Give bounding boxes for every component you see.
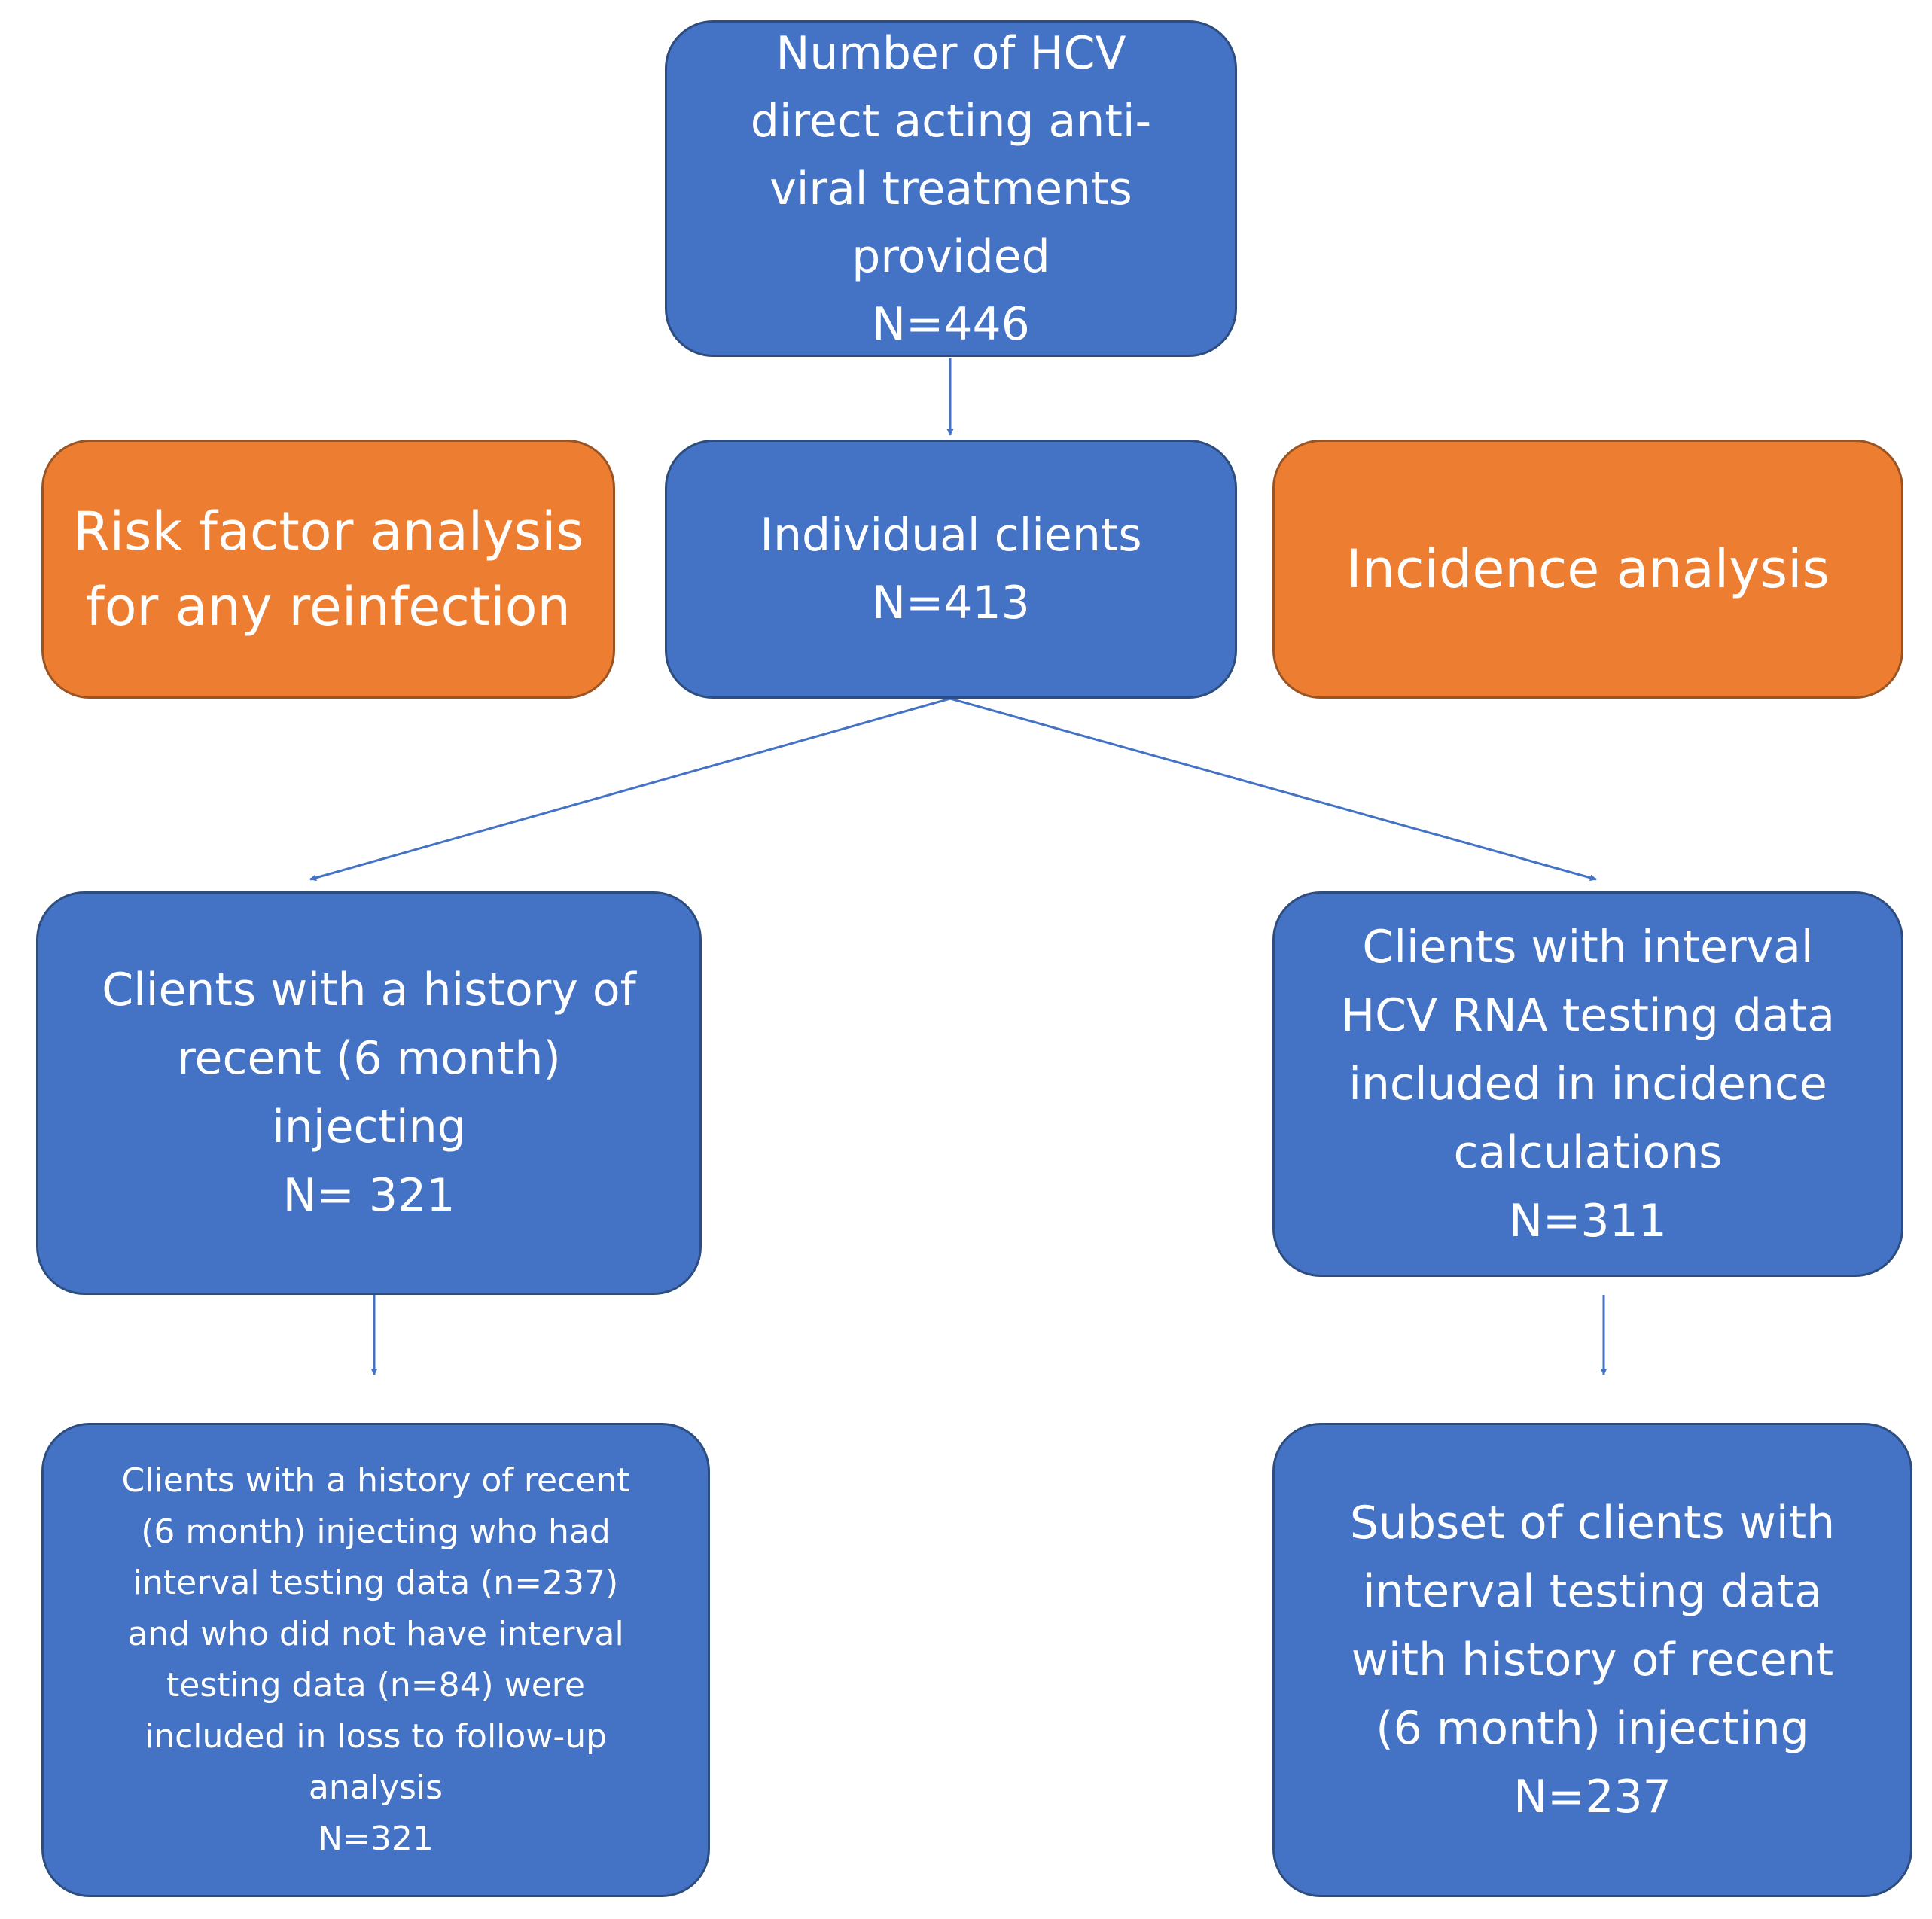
- loss-followup-line-3: interval testing data (n=237): [133, 1564, 619, 1602]
- interval-testing-box: Clients with interval HCV RNA testing da…: [1272, 891, 1903, 1277]
- recent-injecting-count: N= 321: [282, 1169, 456, 1222]
- loss-followup-count: N=321: [318, 1820, 434, 1858]
- loss-followup-line-5: testing data (n=84) were: [166, 1666, 585, 1704]
- treatments-box: Number of HCV direct acting anti- viral …: [665, 20, 1237, 357]
- subset-recent-line-3: with history of recent: [1351, 1633, 1834, 1686]
- interval-testing-count: N=311: [1509, 1194, 1667, 1247]
- treatments-line-2: direct acting anti-: [750, 94, 1152, 148]
- loss-followup-box: Clients with a history of recent (6 mont…: [41, 1423, 710, 1897]
- risk-factor-line-2: for any reinfection: [86, 576, 571, 638]
- subset-recent-line-4: (6 month) injecting: [1376, 1701, 1809, 1755]
- recent-injecting-box: Clients with a history of recent (6 mont…: [36, 891, 702, 1295]
- arrow-clients-to-interval-testing: [949, 697, 1597, 882]
- loss-followup-line-1: Clients with a history of recent: [121, 1461, 630, 1500]
- loss-followup-line-7: analysis: [308, 1768, 443, 1807]
- individual-clients-box: Individual clients N=413: [665, 440, 1237, 699]
- treatments-line-4: provided: [852, 230, 1050, 283]
- subset-recent-box: Subset of clients with interval testing …: [1272, 1423, 1912, 1897]
- interval-testing-line-1: Clients with interval: [1362, 920, 1814, 973]
- subset-recent-count: N=237: [1513, 1770, 1671, 1823]
- loss-followup-line-4: and who did not have interval: [127, 1615, 624, 1653]
- incidence-box: Incidence analysis: [1272, 440, 1903, 699]
- recent-injecting-line-1: Clients with a history of: [102, 964, 636, 1016]
- interval-testing-line-3: included in incidence: [1348, 1057, 1827, 1110]
- arrow-clients-to-recent-injecting: [309, 697, 951, 882]
- risk-factor-line-1: Risk factor analysis: [72, 501, 584, 562]
- individual-clients-label: Individual clients: [760, 509, 1142, 562]
- individual-clients-count: N=413: [872, 577, 1030, 629]
- treatments-count: N=446: [872, 297, 1030, 351]
- treatments-line-1: Number of HCV: [776, 26, 1126, 80]
- subset-recent-line-1: Subset of clients with: [1349, 1496, 1836, 1549]
- interval-testing-line-4: calculations: [1453, 1126, 1723, 1179]
- interval-testing-line-2: HCV RNA testing data: [1340, 988, 1836, 1042]
- recent-injecting-line-3: injecting: [272, 1101, 466, 1153]
- subset-recent-line-2: interval testing data: [1362, 1564, 1823, 1618]
- recent-injecting-line-2: recent (6 month): [177, 1032, 561, 1085]
- risk-factor-box: Risk factor analysis for any reinfection: [41, 440, 615, 699]
- treatments-line-3: viral treatments: [769, 162, 1132, 215]
- incidence-label: Incidence analysis: [1345, 538, 1830, 600]
- loss-followup-line-2: (6 month) injecting who had: [141, 1512, 611, 1551]
- loss-followup-line-6: included in loss to follow-up: [144, 1717, 608, 1756]
